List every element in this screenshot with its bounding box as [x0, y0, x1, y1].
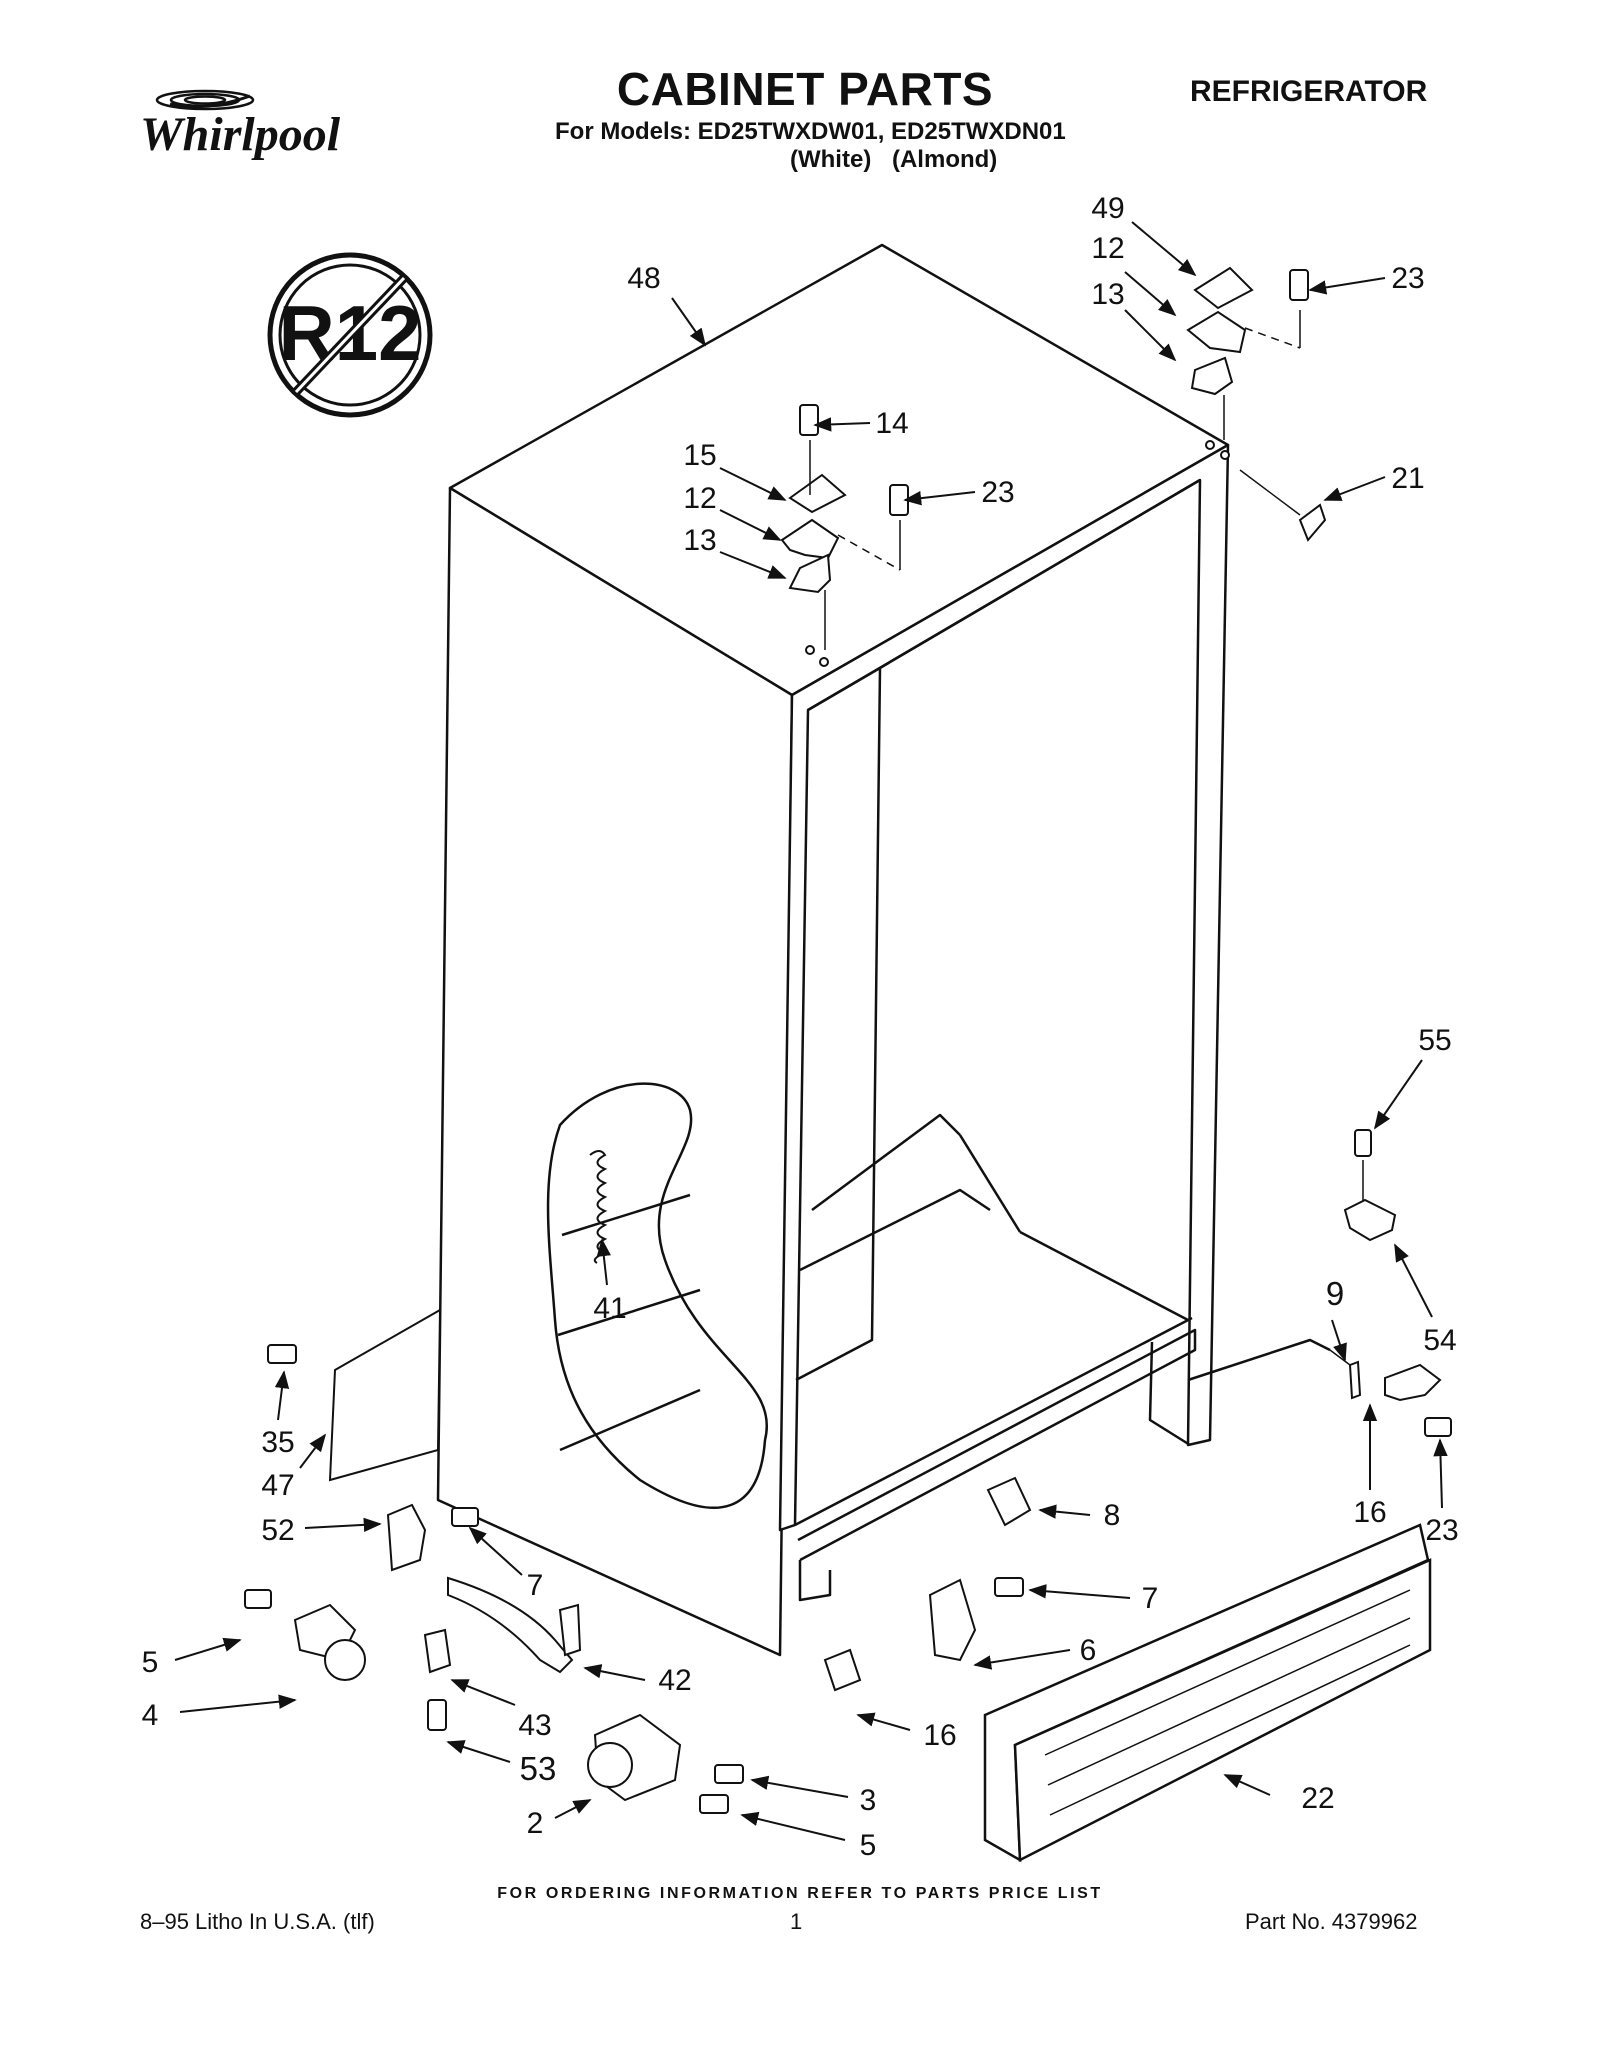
callout-22: 22 — [1301, 1782, 1334, 1815]
callout-52: 52 — [261, 1514, 294, 1547]
callout-23-top-left: 23 — [981, 476, 1014, 509]
callout-53: 53 — [520, 1750, 557, 1787]
variant-white: (White) — [790, 146, 872, 173]
clip-leader — [1239, 469, 1301, 516]
callout-5-left: 5 — [142, 1646, 159, 1679]
brand-wordmark: Whirlpool — [140, 108, 341, 161]
cabinet-body — [436, 243, 1331, 1657]
model-variants: (White) (Almond) — [790, 146, 997, 174]
callout-21: 21 — [1391, 462, 1424, 495]
callout-7-right: 7 — [1142, 1582, 1159, 1615]
callout-7-left: 7 — [527, 1569, 544, 1602]
toe-grille-part — [983, 1523, 1432, 1863]
callout-8: 8 — [1104, 1499, 1121, 1532]
callout-23-top-right: 23 — [1391, 262, 1424, 295]
clip-part-21 — [1298, 503, 1327, 542]
callout-2: 2 — [527, 1807, 544, 1840]
right-side-parts — [1329, 1129, 1452, 1437]
callout-23-right: 23 — [1425, 1514, 1458, 1547]
page-title: CABINET PARTS — [616, 63, 994, 115]
left-side-parts — [244, 1308, 1032, 1814]
callout-5-bottom: 5 — [860, 1829, 877, 1862]
whirlpool-logo: Whirlpool — [140, 89, 341, 161]
callout-12-right: 12 — [1091, 232, 1124, 265]
callout-15: 15 — [683, 439, 716, 472]
callout-labels: 49 12 13 23 48 14 15 23 12 13 21 55 41 9… — [142, 192, 1459, 1862]
model-list: For Models: ED25TWXDW01, ED25TWXDN01 — [555, 118, 1066, 145]
callout-16-right: 16 — [1353, 1496, 1386, 1529]
callout-13-left: 13 — [683, 524, 716, 557]
callout-16-bottom: 16 — [923, 1719, 956, 1752]
litho-note: 8–95 Litho In U.S.A. (tlf) — [140, 1909, 375, 1934]
callout-43: 43 — [518, 1709, 551, 1742]
variant-almond: (Almond) — [891, 146, 998, 173]
callout-12-left: 12 — [683, 482, 716, 515]
page-number: 1 — [790, 1909, 803, 1934]
part-number: Part No. 4379962 — [1245, 1909, 1418, 1934]
callout-47: 47 — [261, 1469, 294, 1502]
callout-35: 35 — [261, 1426, 294, 1459]
callout-49: 49 — [1091, 192, 1124, 225]
callout-9: 9 — [1326, 1275, 1344, 1312]
callout-41: 41 — [593, 1292, 626, 1325]
callout-4: 4 — [142, 1699, 159, 1732]
callout-42: 42 — [658, 1664, 691, 1697]
callout-48: 48 — [627, 262, 660, 295]
product-category: REFRIGERATOR — [1190, 75, 1428, 108]
top-hinge-left — [780, 404, 909, 667]
callout-3: 3 — [860, 1784, 877, 1817]
top-hinge-right — [1186, 266, 1309, 460]
callout-13-right: 13 — [1091, 278, 1124, 311]
callout-6: 6 — [1080, 1634, 1097, 1667]
callout-leaders — [174, 221, 1448, 1841]
callout-55: 55 — [1418, 1024, 1451, 1057]
no-r12-badge: R12 — [267, 252, 433, 418]
callout-54: 54 — [1423, 1324, 1456, 1357]
ordering-note: FOR ORDERING INFORMATION REFER TO PARTS … — [497, 1885, 1103, 1902]
callout-14: 14 — [875, 407, 908, 440]
